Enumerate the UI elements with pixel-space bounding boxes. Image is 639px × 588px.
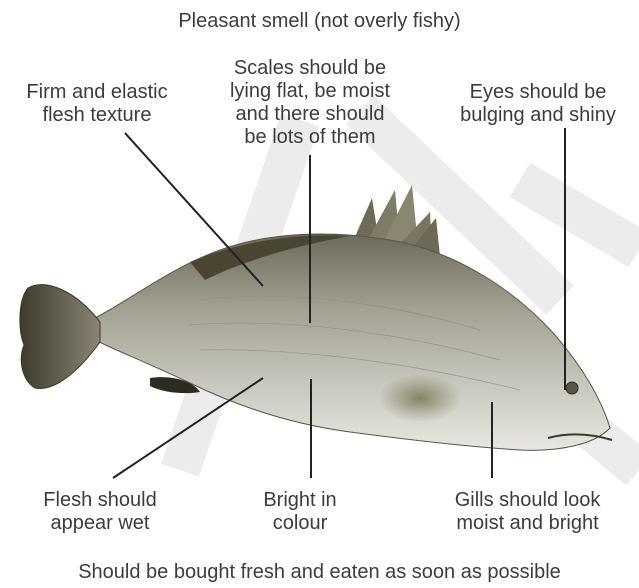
bright-colour-label: Bright in colour — [230, 489, 370, 535]
flesh-wet-label: Flesh should appear wet — [10, 489, 190, 535]
freshness-advice-label: Should be bought fresh and eaten as soon… — [0, 561, 639, 584]
scales-label: Scales should be lying flat, be moist an… — [205, 57, 415, 149]
eyes-label: Eyes should be bulging and shiny — [440, 81, 636, 127]
firm-flesh-label: Firm and elastic flesh texture — [2, 81, 192, 127]
fish-image — [20, 185, 612, 450]
gills-label: Gills should look moist and bright — [420, 489, 635, 535]
smell-label: Pleasant smell (not overly fishy) — [0, 10, 639, 33]
